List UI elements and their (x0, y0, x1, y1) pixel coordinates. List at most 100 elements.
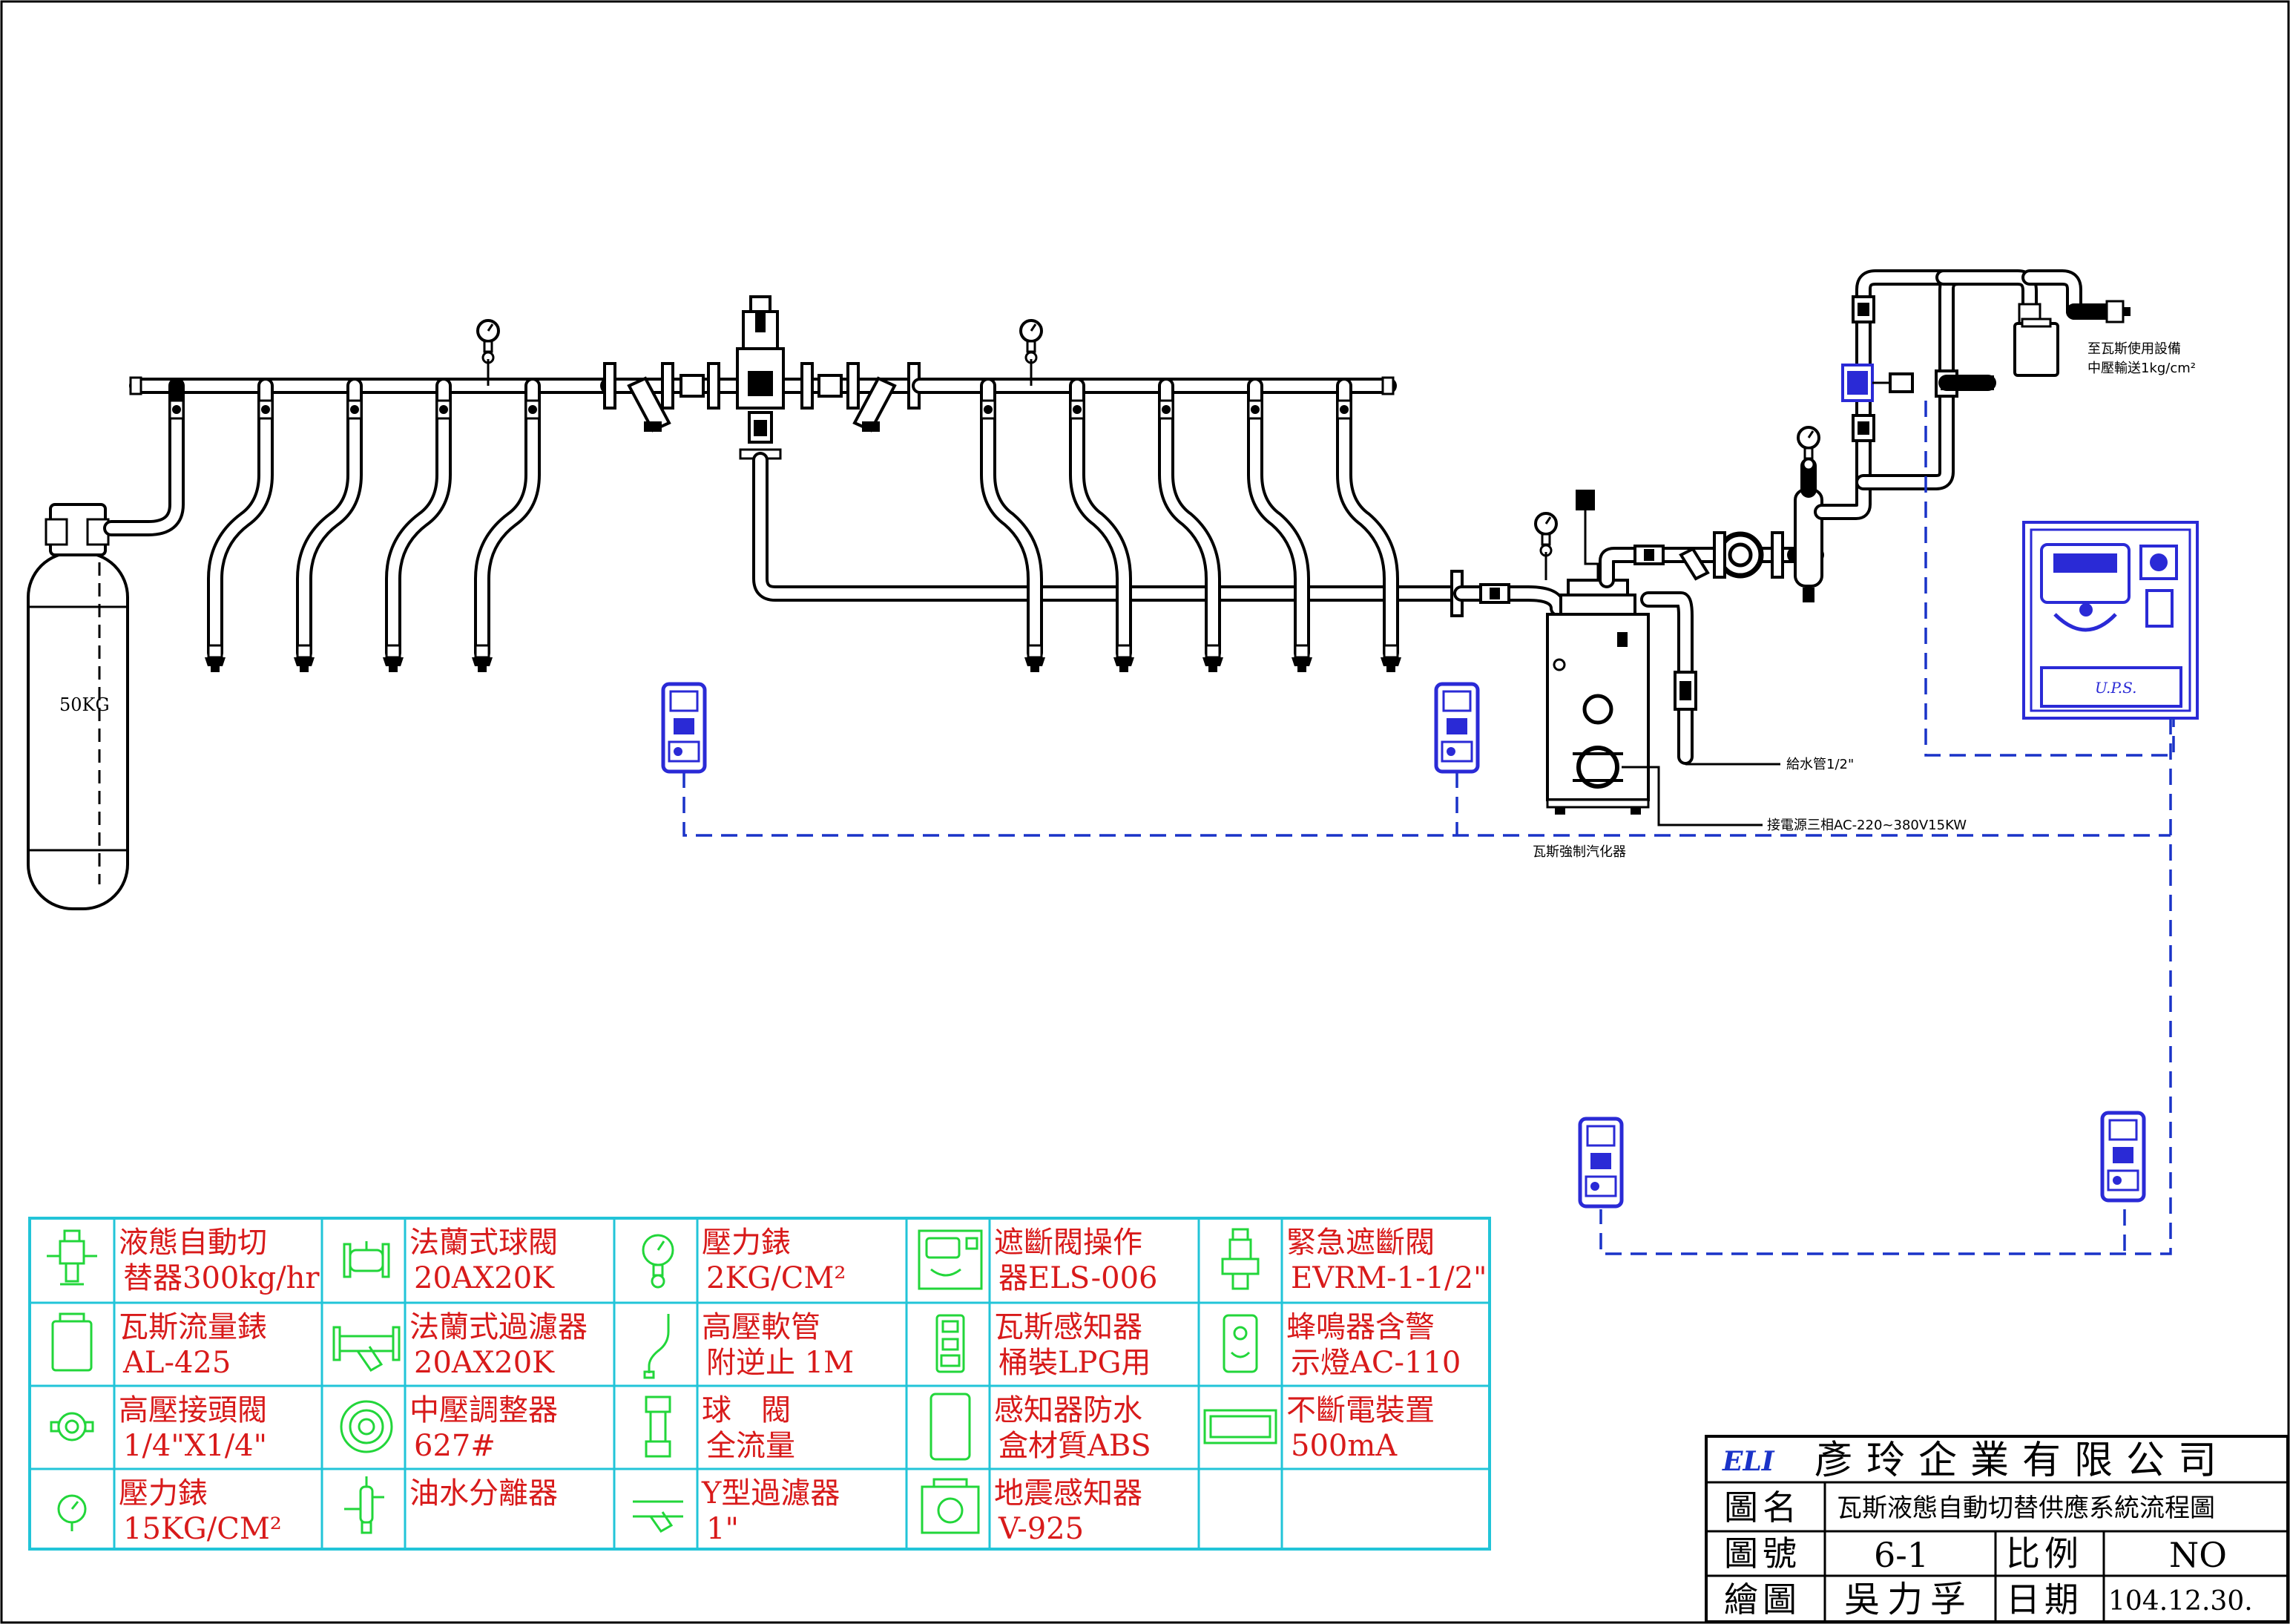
gas-vaporizer: 瓦斯強制汽化器 (1533, 579, 1650, 860)
drawing-number-label: 圖號 (1724, 1533, 1801, 1574)
legend-item-11-spec: 1/4"X1/4" (123, 1429, 267, 1463)
gas-detector-4 (2102, 1113, 2144, 1200)
detector-waterproof-box-icon (930, 1393, 971, 1461)
legend-item-3-name: 壓力錶 (702, 1226, 791, 1260)
gas-detector-3 (1580, 1119, 1622, 1206)
ball-valve-icon (645, 1395, 671, 1458)
legend-item-15-spec: 500mA (1291, 1429, 1398, 1463)
right-header-gauge (1019, 319, 1043, 364)
date-value: 104.12.30. (2108, 1586, 2253, 1617)
drawing-name-label: 圖名 (1724, 1487, 1801, 1528)
legend-item-2-name: 法蘭式球閥 (409, 1226, 558, 1260)
company-name: 彥玲企業有限公司 (1814, 1439, 2230, 1483)
vaporizer-gauge (1534, 512, 1558, 557)
pressure-gauge-icon (642, 1234, 674, 1289)
scale-label: 比例 (2006, 1533, 2083, 1574)
legend-item-5-name: 緊急遮斷閥 (1286, 1226, 1435, 1260)
legend-item-11-name: 高壓接頭閥 (119, 1393, 267, 1427)
auto-switch-valve-icon (47, 1229, 97, 1286)
legend-item-10-name: 蜂鳴器含警 (1286, 1310, 1435, 1344)
oil-water-separator (1787, 448, 1824, 602)
legend-item-16-name: 壓力錶 (119, 1476, 208, 1510)
legend-item-6-name: 瓦斯流量錶 (119, 1310, 267, 1344)
legend-item-6-spec: AL-425 (122, 1346, 231, 1380)
legend-item-9-spec: 桶裝LPG用 (998, 1346, 1151, 1380)
legend-item-8-spec: 附逆止 1M (706, 1346, 854, 1380)
gas-meter-icon (51, 1312, 93, 1372)
legend-item-10-spec: 示燈AC-110 (1291, 1346, 1461, 1380)
legend-table (28, 1217, 1491, 1551)
vaporizer-label: 瓦斯強制汽化器 (1533, 844, 1626, 860)
gas-meter (2013, 318, 2059, 377)
legend-item-16-spec: 15KG/CM² (123, 1512, 282, 1546)
legend-item-1-spec: 替器300kg/hr (123, 1261, 320, 1295)
high-pressure-hose-icon (643, 1314, 670, 1379)
left-hose-manifold (168, 378, 541, 674)
cylinder-capacity-label: 50KG (59, 694, 110, 715)
drawing-number-value: 6-1 (1874, 1535, 1929, 1575)
legend-item-4-name: 遮斷閥操作 (994, 1226, 1142, 1260)
legend-item-5-spec: EVRM-1-1/2" (1291, 1261, 1487, 1295)
legend-item-18-spec: 1" (706, 1512, 739, 1546)
power-line: 接電源三相AC-220~380V15KW (1622, 766, 1967, 833)
legend-item-12-name: 中壓調整器 (409, 1393, 558, 1427)
title-block: ELI 彥玲企業有限公司 圖名 瓦斯液態自動切替供應系統流程圖 圖號 6-1 比… (1705, 1435, 2289, 1623)
logo-text: ELI (1722, 1446, 1775, 1477)
vaporizer-thermostat (1576, 490, 1599, 580)
legend-item-17-name: 油水分離器 (409, 1476, 558, 1510)
emergency-shutoff-valve-icon (1221, 1228, 1260, 1290)
gas-detector-1 (663, 684, 705, 772)
left-header-gauge (476, 319, 500, 364)
hp-joint-valve-icon (50, 1412, 94, 1441)
left-header-pipe (129, 376, 625, 395)
legend-item-18-name: Y型過濾器 (701, 1476, 840, 1510)
oil-water-separator-icon (344, 1476, 384, 1534)
y-strainer-icon (633, 1500, 683, 1533)
right-hose-manifold (980, 378, 1403, 674)
legend-item-15-name: 不斷電裝置 (1286, 1393, 1435, 1427)
water-pipe-label: 給水管1/2" (1786, 757, 1854, 772)
seismic-sensor-icon (921, 1478, 980, 1534)
legend-cells: 液態自動切替器300kg/hr法蘭式球閥20AX20K壓力錶2KG/CM²遮斷閥… (119, 1226, 1487, 1546)
legend-item-3-spec: 2KG/CM² (706, 1261, 846, 1295)
drawing-name-value: 瓦斯液態自動切替供應系統流程圖 (1837, 1493, 2215, 1523)
right-header-pipe (912, 376, 1397, 395)
signal-wiring (682, 401, 2175, 1255)
liquid-line (752, 452, 1566, 617)
legend-icons (47, 1228, 1277, 1534)
shutoff-controller-panel: U.P.S. (2022, 521, 2199, 720)
ups-badge-text: U.P.S. (2095, 679, 2136, 697)
gas-detector-2 (1436, 684, 1478, 772)
legend-item-13-name: 球 閥 (702, 1393, 791, 1427)
date-label: 日期 (2006, 1579, 2083, 1620)
legend-item-1-name: 液態自動切 (119, 1226, 267, 1260)
shutoff-controller-icon (918, 1229, 983, 1290)
legend-item-14-name: 感知器防水 (994, 1393, 1142, 1427)
legend-item-19-spec: V-925 (998, 1512, 1084, 1546)
legend-item-13-spec: 全流量 (706, 1429, 795, 1463)
legend-item-7-name: 法蘭式過濾器 (409, 1310, 588, 1344)
flange-filter-icon (332, 1326, 401, 1372)
mp-regulator-icon (340, 1400, 393, 1453)
outlet-pressure-label: 中壓輸送1kg/cm² (2087, 361, 2196, 376)
gas-detector-icon (935, 1314, 965, 1373)
lpg-cylinder: 50KG (27, 503, 129, 910)
ups-icon (1203, 1409, 1277, 1444)
legend-item-14-spec: 盒材質ABS (998, 1429, 1151, 1463)
legend-item-4-spec: 器ELS-006 (998, 1261, 1158, 1295)
legend-item-8-name: 高壓軟管 (702, 1310, 820, 1344)
drawer-value: 吳力孚 (1844, 1579, 1973, 1620)
outlet-piping: 至瓦斯使用設備 中壓輸送1kg/cm² (1814, 269, 2196, 520)
legend-item-12-spec: 627# (414, 1429, 496, 1463)
power-supply-label: 接電源三相AC-220~380V15KW (1767, 818, 1967, 833)
vapor-outlet-line (1599, 531, 1803, 588)
outlet-destination-label: 至瓦斯使用設備 (2087, 341, 2181, 357)
company-logo: ELI (1722, 1446, 1786, 1477)
scale-value: NO (2169, 1535, 2227, 1575)
flange-ball-valve-icon (343, 1241, 390, 1278)
water-supply-line: 給水管1/2" (1640, 591, 1854, 772)
buzzer-alarm-icon (1223, 1314, 1258, 1373)
